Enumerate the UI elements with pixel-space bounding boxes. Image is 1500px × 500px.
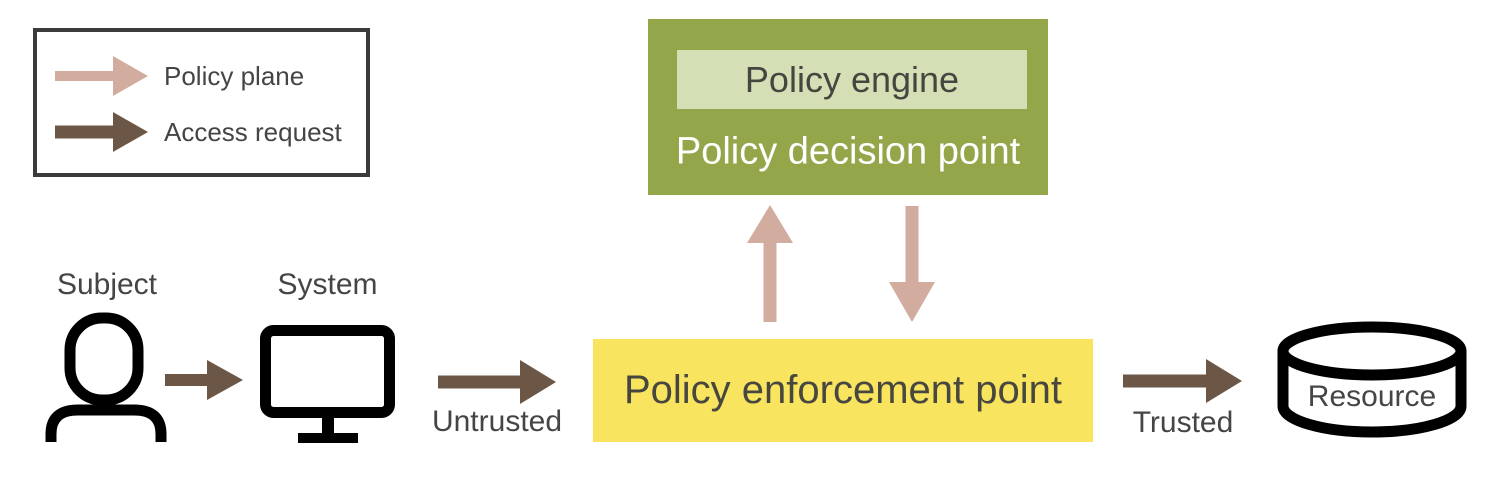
trusted-label: Trusted (1132, 406, 1234, 439)
subject-to-system-arrow-icon (165, 360, 243, 400)
policy-decision-point-box: Policy engine Policy decision point (648, 19, 1048, 195)
legend-item-policy-plane: Policy plane (55, 56, 304, 96)
policy-engine-label: Policy engine (744, 58, 960, 100)
person-icon (45, 312, 167, 442)
untrusted-label: Untrusted (431, 405, 563, 438)
pdp-to-pep-arrow-icon (889, 206, 935, 322)
legend-label-access-request: Access request (164, 116, 342, 147)
subject-label: Subject (56, 268, 158, 301)
pep-to-resource-arrow-icon (1123, 359, 1242, 403)
monitor-icon (260, 325, 395, 443)
policy-enforcement-point-box: Policy enforcement point (593, 339, 1093, 442)
access-request-arrow-icon (55, 112, 148, 152)
legend-item-access-request: Access request (55, 112, 342, 152)
legend-label-policy-plane: Policy plane (164, 60, 305, 91)
system-to-pep-arrow-icon (438, 360, 556, 404)
system-label: System (277, 268, 378, 301)
resource-label: Resource (1307, 380, 1437, 413)
pep-to-pdp-arrow-icon (747, 205, 793, 322)
policy-enforcement-point-label: Policy enforcement point (623, 368, 1062, 412)
policy-engine-box: Policy engine (677, 50, 1027, 109)
policy-plane-arrow-icon (55, 56, 148, 96)
database-cylinder-icon (1277, 321, 1467, 438)
legend-box: Policy plane Access request (33, 28, 370, 177)
policy-decision-point-label: Policy decision point (675, 130, 1021, 173)
